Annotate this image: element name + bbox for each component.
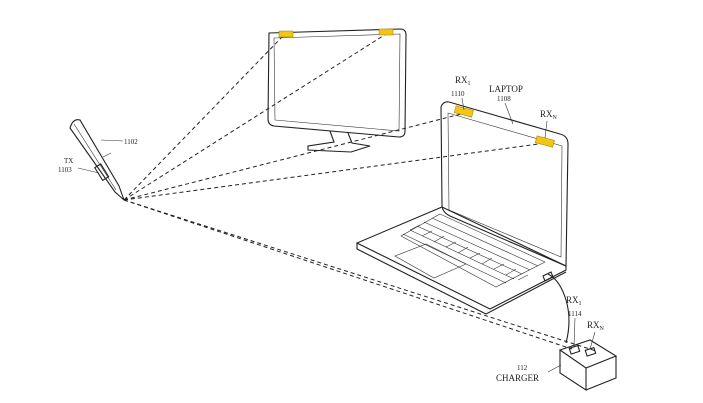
- stylus-pen: [69, 119, 125, 201]
- desktop-monitor: [267, 28, 407, 153]
- label-laptop-rxn: RXN: [540, 109, 558, 121]
- tx-coil: [93, 163, 110, 182]
- label-charger-rx1-ref: 1114: [568, 310, 582, 318]
- signal-line-monitor-right: [123, 33, 387, 201]
- charger: [558, 339, 618, 392]
- label-charger-ref: 112: [517, 364, 528, 372]
- leader-112: [547, 364, 562, 373]
- signal-line-charger-rx1: [123, 199, 573, 350]
- laptop: [355, 101, 570, 344]
- charger-rxn-coil: [584, 346, 597, 357]
- signal-line-monitor-left: [123, 35, 284, 201]
- monitor-rx-right: [378, 28, 394, 36]
- leader-charger-rxn: [589, 331, 596, 350]
- charger-rx1-coil: [568, 344, 581, 355]
- laptop-rx1-sensor: [453, 105, 474, 118]
- leader-1102: [100, 139, 124, 142]
- leader-1114: [573, 317, 576, 347]
- charging-cable: [547, 273, 570, 344]
- trackpad: [394, 243, 467, 279]
- label-charger-rxn: RXN: [587, 320, 605, 332]
- leader-1110: [461, 97, 465, 111]
- label-tx: TX: [64, 157, 73, 165]
- signal-lines: [123, 33, 597, 352]
- label-laptop-rx1-ref: 1110: [451, 90, 465, 98]
- label-laptop-rx1: RX1: [455, 75, 471, 87]
- leader-1108: [504, 102, 514, 125]
- monitor-rx-left: [278, 30, 294, 38]
- label-pen-ref: 1102: [124, 138, 138, 146]
- signal-line-laptop-rxn: [123, 142, 547, 201]
- label-tx-ref: 1103: [58, 166, 72, 174]
- signal-line-charger-rxn: [123, 199, 597, 352]
- laptop-rxn-sensor: [534, 135, 555, 148]
- label-laptop-ref: 1108: [497, 95, 511, 103]
- label-charger: CHARGER: [496, 373, 539, 383]
- label-charger-rx1: RX1: [566, 295, 582, 307]
- signal-line-laptop-rx1: [123, 112, 466, 201]
- label-laptop: LAPTOP: [489, 84, 523, 94]
- leader-1103: [77, 167, 100, 174]
- keyboard-keys: [402, 217, 539, 284]
- leader-rxn: [544, 120, 548, 139]
